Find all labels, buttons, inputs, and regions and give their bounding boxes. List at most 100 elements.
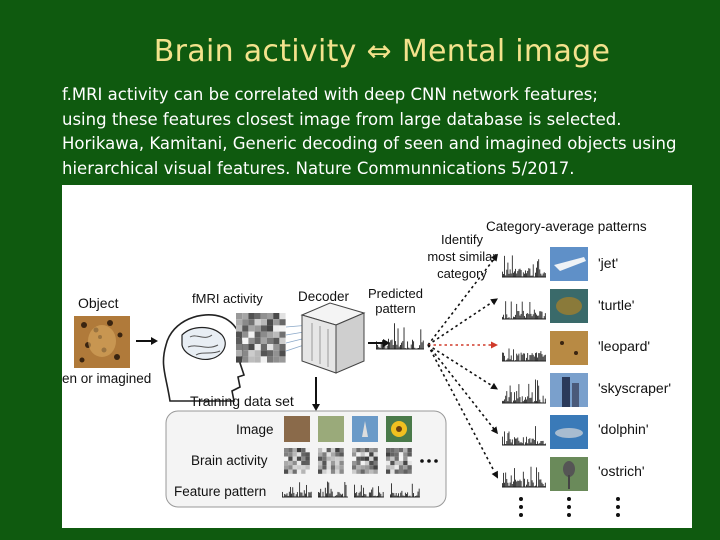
bar (505, 472, 507, 488)
bar (521, 354, 523, 362)
bar (402, 495, 404, 498)
voxel-cell (242, 356, 249, 363)
bar (507, 358, 509, 362)
similarity-arrow (427, 344, 495, 388)
bar (526, 273, 527, 278)
voxel-cell (403, 465, 408, 470)
similarity-arrows (427, 253, 498, 479)
bar (532, 482, 534, 488)
bar (524, 273, 525, 278)
bar (524, 478, 525, 488)
arrowhead (491, 341, 498, 349)
bar (535, 485, 536, 488)
voxel-cell (296, 460, 302, 466)
predicted-pattern-bars (376, 323, 424, 350)
bar (318, 492, 319, 498)
bar (529, 268, 531, 278)
similarity-arrow (427, 300, 495, 346)
category-label-leopard: 'leopard' (598, 338, 651, 354)
voxel-cell (254, 313, 261, 320)
bar (359, 491, 361, 498)
bar (517, 480, 519, 488)
voxel-cell (279, 356, 286, 363)
voxel-cell (326, 456, 331, 461)
bar (544, 398, 546, 404)
bar (530, 466, 532, 488)
voxel-cell (407, 460, 412, 466)
bar (306, 484, 307, 498)
bar (285, 494, 287, 498)
bar (504, 355, 505, 362)
bar (535, 312, 536, 320)
voxel-cell (403, 469, 408, 474)
voxel-cell (284, 460, 289, 466)
voxel-cell (394, 465, 399, 470)
bar (510, 392, 512, 404)
voxel-cell (339, 452, 344, 457)
bar (535, 379, 536, 404)
voxel-cell (390, 460, 395, 466)
bar (506, 441, 508, 446)
voxel-cell (273, 313, 280, 320)
voxel-cell (403, 448, 408, 453)
voxel-cell (335, 452, 340, 457)
bar (420, 329, 422, 350)
voxel-cell (267, 344, 274, 351)
bar (516, 438, 518, 446)
voxel-cell (318, 469, 323, 474)
bar (524, 399, 525, 404)
bar (508, 317, 510, 320)
voxel-cell (288, 448, 293, 453)
bar (514, 468, 515, 488)
category-label-skyscraper: 'skyscraper' (598, 380, 672, 396)
bar (516, 273, 518, 278)
bar (394, 495, 396, 498)
voxel-cell (335, 460, 340, 466)
bar (345, 484, 347, 498)
voxel-cell (352, 460, 357, 466)
bar (503, 273, 504, 278)
bar (503, 314, 504, 320)
voxel-cell (339, 469, 344, 474)
bar (526, 399, 527, 404)
voxel-cell (335, 469, 340, 474)
voxel-cell (369, 448, 374, 453)
bar (390, 340, 392, 350)
voxel-cell (318, 456, 323, 461)
voxel-cell (292, 448, 297, 453)
voxel-cell (356, 465, 361, 470)
bar (532, 314, 534, 320)
voxel-cell (352, 452, 357, 457)
voxel-cell (398, 460, 404, 466)
bar (539, 353, 541, 362)
voxel-cell (322, 469, 327, 474)
category-label-turtle: 'turtle' (598, 297, 635, 313)
voxel-cell (356, 456, 361, 461)
bar (536, 352, 537, 362)
voxel-cell (284, 456, 289, 461)
bar (538, 385, 540, 404)
bar (517, 355, 519, 362)
bar (286, 493, 288, 498)
voxel-cell (301, 469, 306, 474)
voxel-cell (254, 319, 261, 326)
bar (300, 492, 302, 498)
bar (308, 492, 310, 498)
bar (543, 272, 545, 278)
voxel-cell (248, 344, 255, 351)
continuation-dots (519, 497, 620, 517)
voxel-cell (352, 448, 357, 453)
bar (508, 397, 510, 404)
bar (284, 493, 286, 498)
bar (406, 493, 407, 498)
bar (418, 488, 420, 498)
bar (504, 255, 505, 278)
bar (518, 384, 520, 404)
voxel-cell (254, 350, 261, 357)
bar (506, 269, 508, 278)
bar (319, 492, 320, 498)
fmri-voxel-grid (236, 313, 286, 363)
voxel-cell (330, 448, 336, 453)
body-line: using these features closest image from … (62, 109, 622, 129)
bar (328, 482, 330, 498)
